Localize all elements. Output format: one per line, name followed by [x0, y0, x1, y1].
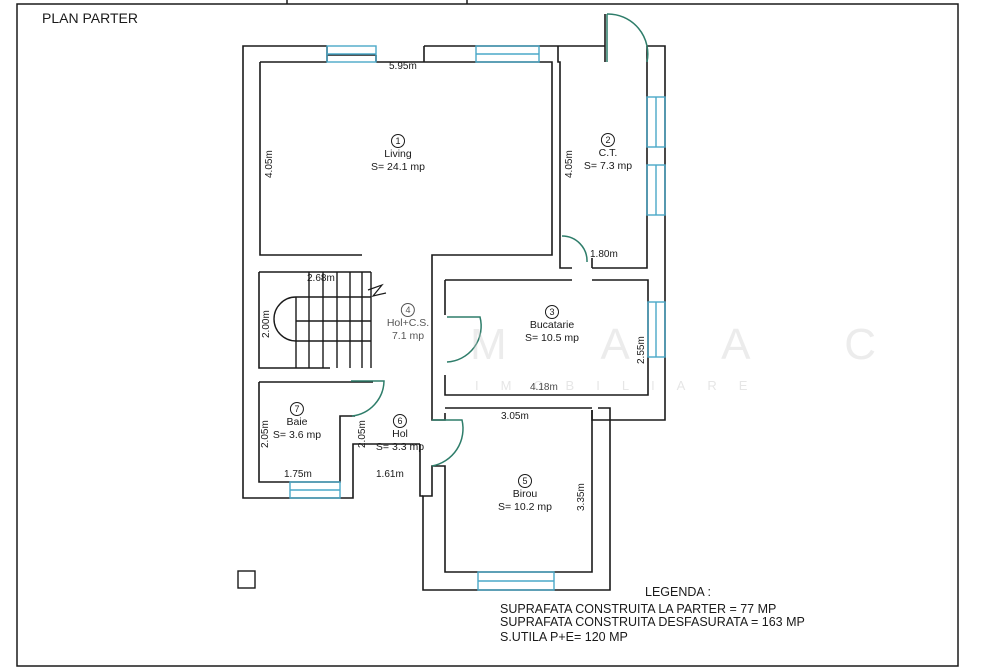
room-baie: 7 Baie S= 3.6 mp — [273, 402, 321, 442]
room-hol: 6 Hol S= 3.3 mp — [376, 414, 424, 454]
walls — [242, 14, 666, 591]
room-number-badge: 5 — [518, 474, 532, 488]
room-number-badge: 3 — [545, 305, 559, 319]
dim-office-width: 3.05m — [501, 411, 529, 422]
room-number-badge: 7 — [290, 402, 304, 416]
dim-hall-height: 2.05m — [357, 420, 368, 448]
dim-ct-height: 4.05m — [564, 150, 575, 178]
sheet-border — [16, 0, 959, 667]
room-area: S= 24.1 mp — [371, 161, 425, 173]
room-number-badge: 4 — [401, 303, 415, 317]
dim-hall-width: 1.61m — [376, 469, 404, 480]
room-name: Hol — [392, 428, 408, 440]
room-birou: 5 Birou S= 10.2 mp — [498, 474, 552, 514]
plan-title: PLAN PARTER — [42, 10, 138, 26]
dim-office-height: 3.35m — [576, 483, 587, 511]
dim-stair-width: 2.68m — [307, 273, 335, 284]
windows — [289, 45, 666, 591]
room-area: S= 10.5 mp — [525, 332, 579, 344]
staircase — [273, 272, 387, 368]
room-area: S= 7.3 mp — [583, 160, 633, 172]
dim-bath-height: 2.05m — [260, 420, 271, 448]
dim-ct-width: 1.80m — [590, 249, 618, 260]
room-hol-cs: 4 Hol+C.S. 7.1 mp — [387, 303, 429, 343]
legend-line-built-area-total: SUPRAFATA CONSTRUITA DESFASURATA = 163 M… — [500, 615, 805, 629]
room-bucatarie: 3 Bucatarie S= 10.5 mp — [525, 305, 579, 345]
dim-kitchen-width: 4.18m — [530, 382, 558, 393]
dim-kitchen-height: 2.55m — [636, 336, 647, 364]
room-number-badge: 1 — [391, 134, 405, 148]
watermark-subtitle: IMOBILIARE — [475, 378, 770, 393]
doors — [351, 13, 649, 467]
watermark: M A A C — [470, 320, 919, 369]
room-name: Hol+C.S. — [386, 317, 430, 329]
room-name: Baie — [286, 416, 308, 428]
room-area: 7.1 mp — [391, 330, 425, 342]
dim-stair-height: 2.00m — [261, 310, 272, 338]
legend: LEGENDA : SUPRAFATA CONSTRUITA LA PARTER… — [500, 586, 805, 644]
room-name: Living — [384, 148, 412, 160]
room-ct: 2 C.T. S= 7.3 mp — [584, 133, 632, 173]
legend-line-usable-area: S.UTILA P+E= 120 MP — [500, 630, 628, 644]
legend-line-built-area-ground: SUPRAFATA CONSTRUITA LA PARTER = 77 MP — [500, 602, 777, 616]
room-name: Birou — [512, 488, 538, 500]
room-area: S= 3.6 mp — [272, 429, 322, 441]
dim-living-height: 4.05m — [264, 150, 275, 178]
dim-living-width: 5.95m — [389, 61, 417, 72]
room-number-badge: 6 — [393, 414, 407, 428]
room-number-badge: 2 — [601, 133, 615, 147]
room-name: Bucatarie — [529, 319, 575, 331]
dim-bath-width: 1.75m — [284, 469, 312, 480]
room-area: S= 10.2 mp — [498, 501, 552, 513]
room-living: 1 Living S= 24.1 mp — [371, 134, 425, 174]
legend-heading: LEGENDA : — [645, 585, 711, 599]
small-square-symbol — [237, 570, 256, 589]
room-area: S= 3.3 mp — [375, 441, 425, 453]
room-name: C.T. — [598, 147, 618, 159]
